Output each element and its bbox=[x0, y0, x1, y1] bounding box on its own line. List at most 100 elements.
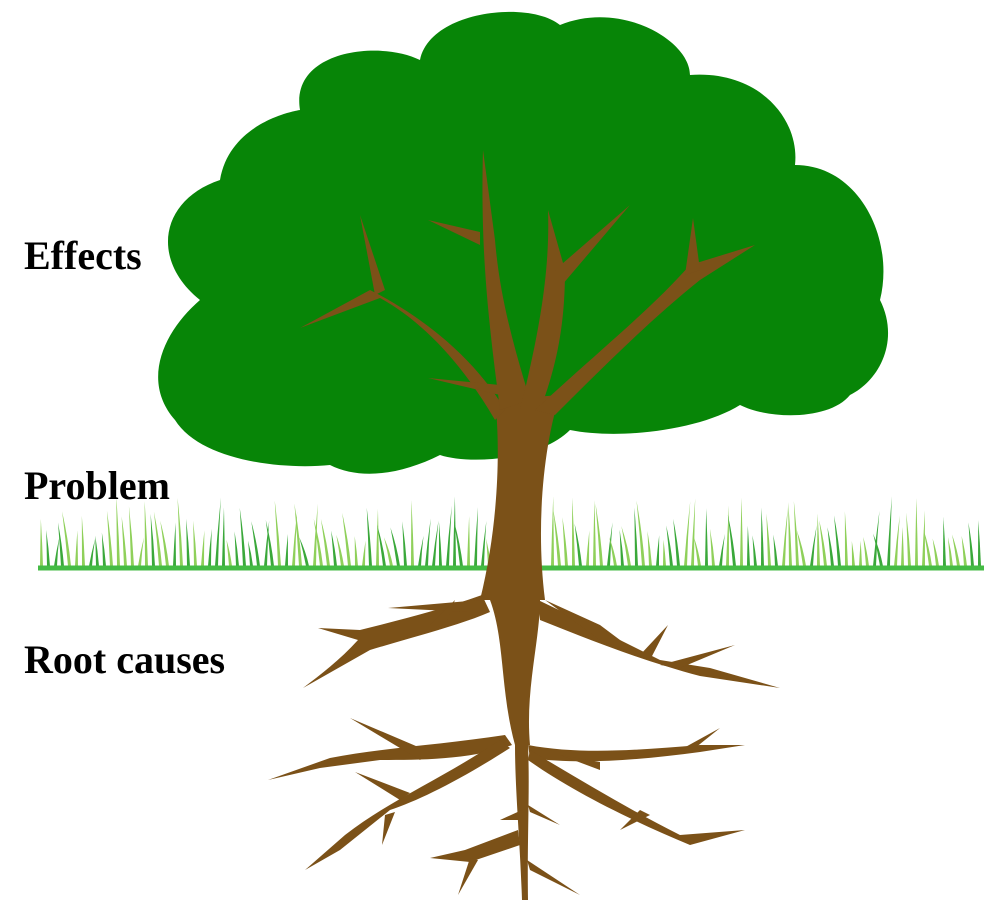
grass-blade bbox=[761, 508, 764, 566]
grass-blade bbox=[852, 541, 855, 566]
grass-blade bbox=[728, 515, 736, 566]
grass-blade bbox=[933, 538, 939, 566]
grass-blade bbox=[647, 531, 652, 566]
grass-blade bbox=[834, 515, 841, 566]
grass-blade bbox=[376, 509, 379, 566]
grass-blade bbox=[46, 530, 50, 566]
grass-blade bbox=[215, 497, 221, 566]
grass-blade bbox=[948, 537, 953, 566]
grass-blade bbox=[331, 531, 337, 566]
grass-blade bbox=[943, 517, 946, 566]
grass-blade bbox=[572, 498, 575, 566]
grass-blade bbox=[887, 496, 892, 566]
grass-blade bbox=[321, 519, 330, 566]
grass-blade bbox=[894, 515, 900, 566]
grass-blade bbox=[978, 520, 981, 566]
grass-blade bbox=[752, 535, 757, 566]
grass-blade bbox=[747, 526, 750, 566]
grass-blade bbox=[467, 516, 470, 566]
grass-blade bbox=[240, 508, 246, 566]
grass-blade bbox=[663, 540, 666, 566]
grass-blade bbox=[62, 511, 71, 566]
grass-blade bbox=[575, 523, 582, 566]
grass-blade bbox=[551, 496, 554, 566]
grass-blade bbox=[107, 511, 113, 566]
grass-blade bbox=[794, 501, 799, 566]
grass-blade bbox=[336, 535, 344, 566]
grass-blade bbox=[607, 522, 613, 566]
grass-blade bbox=[222, 507, 225, 566]
grass-blade bbox=[248, 541, 253, 566]
grass-blade bbox=[726, 505, 729, 566]
grass-blade bbox=[193, 521, 197, 566]
grass-blade bbox=[201, 530, 204, 566]
effects-label: Effects bbox=[24, 236, 142, 276]
grass-blade bbox=[901, 527, 904, 566]
grass-blade bbox=[208, 529, 212, 566]
grass-blade bbox=[446, 506, 452, 566]
grass-blade bbox=[474, 507, 478, 566]
grass-blade bbox=[425, 519, 431, 566]
grass-blade bbox=[845, 511, 848, 566]
grass-blade bbox=[827, 527, 834, 566]
grass-blade bbox=[819, 520, 827, 566]
grass-blade bbox=[719, 534, 725, 566]
grass-blade bbox=[694, 537, 701, 566]
grass-blade bbox=[355, 536, 358, 566]
grass-blade bbox=[173, 522, 176, 566]
grass-blade bbox=[922, 510, 925, 566]
grass-blade bbox=[691, 498, 695, 566]
grass-blade bbox=[863, 537, 869, 566]
grass-blade bbox=[782, 507, 788, 566]
grass-blade bbox=[411, 500, 414, 566]
grass-blade bbox=[810, 525, 817, 566]
grass-blade bbox=[178, 498, 183, 566]
grass-blade bbox=[553, 511, 561, 566]
grass-blade bbox=[432, 520, 439, 566]
grass-blade bbox=[154, 512, 162, 566]
problem-label: Problem bbox=[24, 466, 170, 506]
grass-blade bbox=[684, 501, 690, 566]
grass-blade bbox=[251, 521, 260, 566]
grass-blade bbox=[89, 539, 95, 566]
grass-blade bbox=[145, 501, 148, 566]
grass-blade bbox=[873, 511, 879, 566]
grass-blade bbox=[95, 536, 99, 566]
grass-blade bbox=[390, 527, 400, 566]
grass-blade bbox=[859, 541, 862, 566]
grass-blade bbox=[595, 504, 603, 566]
grass-blade bbox=[75, 530, 78, 566]
grass-blade bbox=[656, 535, 659, 566]
grass-blade bbox=[817, 513, 820, 566]
grass-blade bbox=[275, 501, 281, 566]
grass-blade bbox=[151, 514, 155, 566]
grass-blade bbox=[740, 498, 743, 566]
grass-blade bbox=[788, 502, 792, 566]
grass-blade bbox=[362, 541, 366, 566]
grass-blade bbox=[82, 516, 85, 566]
grass-blade bbox=[586, 531, 589, 566]
grass-blade bbox=[666, 525, 673, 566]
grass-blade bbox=[418, 536, 424, 566]
grass-blade bbox=[439, 522, 442, 566]
grass-blade bbox=[186, 519, 190, 566]
grass-blade bbox=[285, 534, 288, 566]
grass-blade bbox=[40, 519, 43, 566]
grass-blade bbox=[634, 508, 638, 566]
grass-blade bbox=[129, 506, 134, 566]
grass-blade bbox=[367, 508, 372, 566]
grass-blade bbox=[915, 498, 918, 566]
grass-blade bbox=[160, 521, 169, 566]
grass-blade bbox=[481, 521, 486, 566]
grass-blade bbox=[54, 537, 59, 566]
grass-blade bbox=[773, 535, 778, 566]
grass-blade bbox=[102, 532, 106, 566]
grass-blade bbox=[673, 519, 680, 566]
grass-blade bbox=[122, 516, 127, 566]
grass-blade bbox=[710, 529, 715, 566]
grass-blade bbox=[962, 536, 967, 566]
root-causes-label: Root causes bbox=[24, 640, 225, 680]
grass-blade bbox=[766, 514, 771, 566]
